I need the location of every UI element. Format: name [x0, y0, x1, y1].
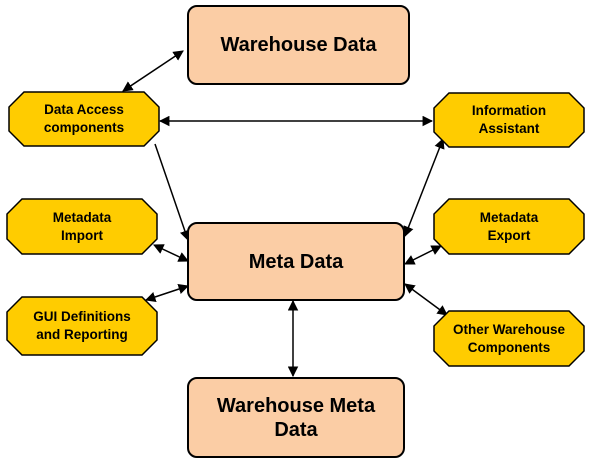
metadata-import-node: Metadata Import — [6, 198, 158, 255]
arrow-metadata-import-to-meta-data — [153, 244, 189, 262]
data-access-components-node: Data Access components — [8, 91, 160, 147]
arrow-data-access-to-warehouse-data — [122, 50, 184, 92]
warehouse-meta-data-label: Warehouse Meta Data — [216, 394, 376, 441]
arrow-data-access-to-meta-data — [154, 143, 190, 241]
information-assistant-label: Information Assistant — [471, 103, 547, 136]
arrow-metadata-export-to-meta-data — [404, 245, 442, 265]
data-access-components-label: Data Access components — [43, 102, 125, 135]
arrow-information-assistant-to-meta-data — [403, 138, 445, 237]
meta-data-label: Meta Data — [248, 250, 344, 273]
information-assistant-node: Information Assistant — [433, 92, 585, 148]
warehouse-data-label: Warehouse Data — [220, 34, 377, 56]
meta-data-box: Meta Data — [187, 222, 405, 301]
metadata-export-label: Metadata Export — [479, 209, 539, 243]
arrow-other-components-to-meta-data — [404, 283, 448, 316]
warehouse-data-box: Warehouse Data — [187, 5, 410, 85]
metadata-import-label: Metadata Import — [52, 209, 112, 243]
metadata-export-node: Metadata Export — [433, 198, 585, 255]
gui-definitions-reporting-label: GUI Definitions and Reporting — [33, 309, 131, 342]
other-warehouse-components-label: Other Warehouse Components — [452, 321, 566, 355]
other-warehouse-components-node: Other Warehouse Components — [433, 310, 585, 367]
arrow-gui-definitions-to-meta-data — [145, 284, 189, 302]
warehouse-meta-data-box: Warehouse Meta Data — [187, 377, 405, 458]
gui-definitions-reporting-node: GUI Definitions and Reporting — [6, 296, 158, 356]
